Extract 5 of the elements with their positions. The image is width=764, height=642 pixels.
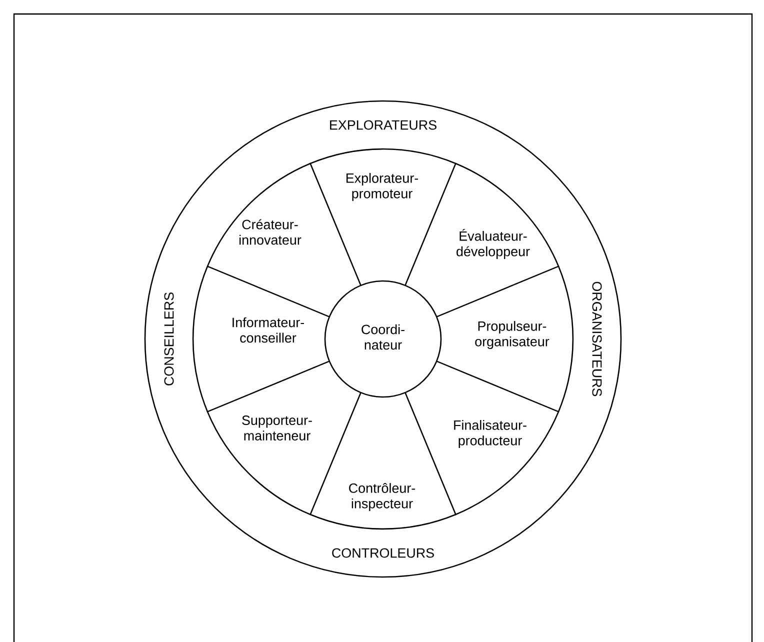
wheel-segment: Explorateur- promoteur	[310, 148, 456, 286]
wheel-segment: Informateur- conseiller	[192, 266, 330, 412]
wheel-segment: Évaluateur- développeur	[436, 162, 560, 318]
wheel-segment: Propulseur- organisateur	[436, 266, 574, 412]
wheel-segment: Supporteur- mainteneur	[206, 360, 330, 516]
